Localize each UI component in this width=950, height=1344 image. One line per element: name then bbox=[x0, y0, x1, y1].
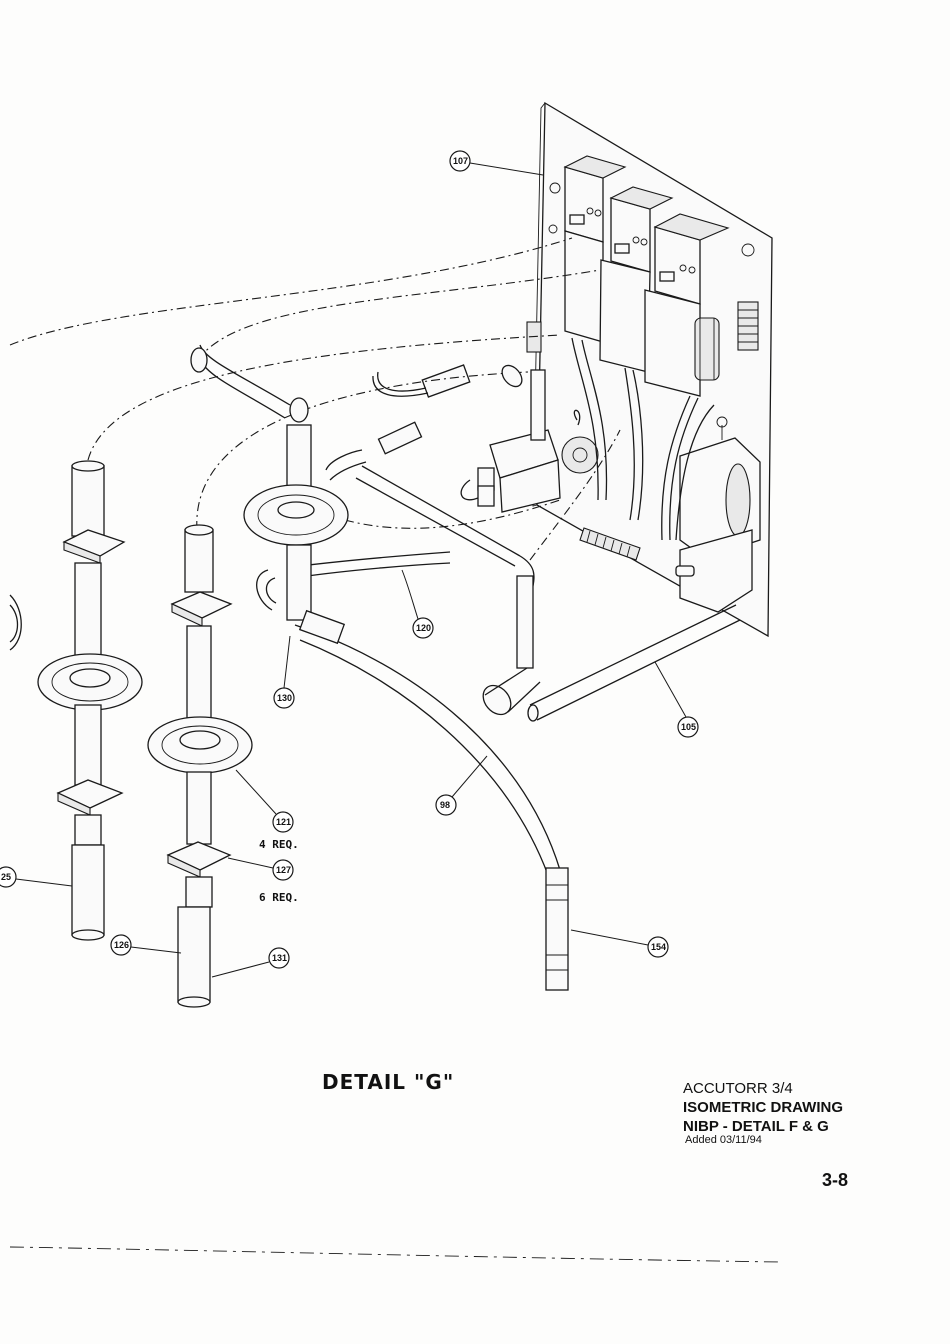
svg-text:120: 120 bbox=[416, 623, 431, 633]
svg-text:127: 127 bbox=[276, 865, 291, 875]
quantity-note-121: 4 REQ. bbox=[259, 838, 299, 851]
callout-126: 126 bbox=[111, 935, 181, 955]
quantity-note-127: 6 REQ. bbox=[259, 891, 299, 904]
callout-25-partial: 25 bbox=[0, 867, 72, 887]
callout-131: 131 bbox=[212, 948, 289, 977]
connector-header-right bbox=[738, 302, 758, 350]
callout-121: 121 bbox=[236, 770, 293, 832]
callout-107: 107 bbox=[450, 151, 543, 175]
page-number: 3-8 bbox=[822, 1170, 848, 1191]
detail-title: DETAIL "G" bbox=[322, 1070, 454, 1094]
svg-text:98: 98 bbox=[440, 800, 450, 810]
title-block-added-date: Added 03/11/94 bbox=[685, 1134, 843, 1146]
title-block-drawing-type: ISOMETRIC DRAWING bbox=[683, 1099, 843, 1116]
tube-end-154 bbox=[546, 868, 568, 990]
callout-127: 127 bbox=[228, 858, 293, 880]
title-block-subtitle: NIBP - DETAIL F & G bbox=[683, 1118, 843, 1135]
callout-130: 130 bbox=[274, 636, 294, 708]
title-block: ACCUTORR 3/4 ISOMETRIC DRAWING NIBP - DE… bbox=[683, 1080, 843, 1146]
svg-text:154: 154 bbox=[651, 942, 666, 952]
callout-120: 120 bbox=[402, 570, 433, 638]
svg-text:25: 25 bbox=[1, 872, 11, 882]
title-block-product: ACCUTORR 3/4 bbox=[683, 1080, 843, 1097]
center-filter-assembly bbox=[244, 425, 348, 643]
svg-text:105: 105 bbox=[681, 722, 696, 732]
callout-154: 154 bbox=[571, 930, 668, 957]
svg-text:121: 121 bbox=[276, 817, 291, 827]
svg-text:131: 131 bbox=[272, 953, 287, 963]
svg-text:126: 126 bbox=[114, 940, 129, 950]
left-shaft-assembly bbox=[10, 461, 142, 940]
svg-text:107: 107 bbox=[453, 156, 468, 166]
callout-98: 98 bbox=[436, 756, 487, 815]
callout-105: 105 bbox=[655, 662, 698, 737]
middle-shaft-assembly bbox=[148, 525, 252, 1007]
svg-text:130: 130 bbox=[277, 693, 292, 703]
